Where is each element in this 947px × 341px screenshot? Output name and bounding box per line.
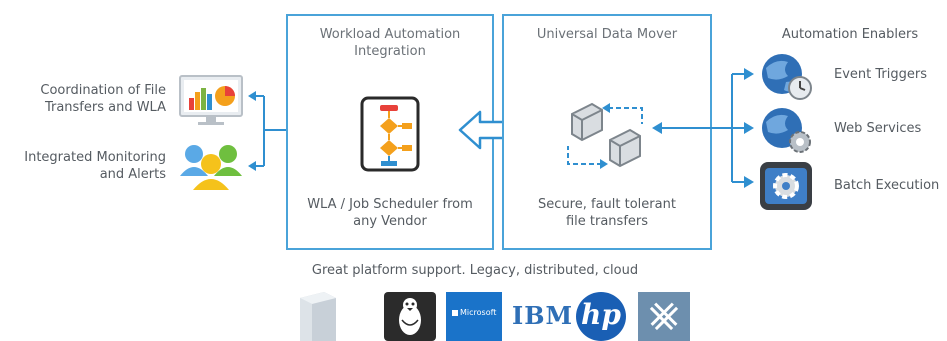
ibm-logo-text: IBM bbox=[512, 301, 574, 330]
left-label-line: Coordination of File bbox=[40, 83, 166, 98]
wla-title-line: Integration bbox=[354, 44, 426, 59]
wla-box: Workload Automation Integration WLA / Jo… bbox=[286, 14, 494, 250]
udm-box: Universal Data Mover Secure, fault toler… bbox=[502, 14, 712, 250]
globe-clock-icon bbox=[758, 52, 814, 102]
right-connector bbox=[652, 68, 754, 188]
left-label-line: Transfers and WLA bbox=[44, 100, 166, 115]
wla-title-line: Workload Automation bbox=[319, 27, 461, 42]
monitor-chart-icon bbox=[176, 74, 246, 128]
hp-logo-text: hp bbox=[581, 298, 621, 331]
file-transfer-icon bbox=[562, 96, 656, 176]
enabler-label-web-services: Web Services bbox=[834, 121, 922, 136]
left-label-monitoring: Integrated Monitoring and Alerts bbox=[0, 149, 166, 183]
left-connector bbox=[248, 91, 288, 171]
flowchart-icon bbox=[360, 96, 420, 172]
hp-logo: hp bbox=[576, 292, 626, 341]
left-label-line: Integrated Monitoring bbox=[24, 150, 166, 165]
enabler-label-batch-execution: Batch Execution bbox=[834, 178, 940, 193]
microsoft-logo: Microsoft bbox=[446, 292, 502, 341]
enablers-title: Automation Enablers bbox=[781, 27, 919, 42]
microsoft-logo-text: Microsoft bbox=[460, 308, 497, 317]
globe-gear-icon bbox=[758, 106, 814, 156]
wla-footer-line: WLA / Job Scheduler from bbox=[307, 197, 473, 212]
udm-footer-line: file transfers bbox=[565, 214, 649, 229]
linux-icon bbox=[384, 292, 436, 341]
platform-caption: Great platform support. Legacy, distribu… bbox=[311, 263, 639, 278]
left-label-line: and Alerts bbox=[99, 167, 166, 182]
left-label-coordination: Coordination of File Transfers and WLA bbox=[0, 82, 166, 116]
wla-footer-line: any Vendor bbox=[353, 214, 427, 229]
unix-logo bbox=[638, 292, 690, 341]
udm-title: Universal Data Mover bbox=[536, 27, 678, 42]
enabler-label-event-triggers: Event Triggers bbox=[834, 67, 927, 82]
udm-footer-line: Secure, fault tolerant bbox=[538, 197, 676, 212]
ibm-logo: IBM bbox=[512, 300, 574, 332]
gear-window-icon bbox=[758, 160, 814, 212]
users-icon bbox=[178, 142, 244, 190]
server-icon bbox=[294, 292, 340, 341]
